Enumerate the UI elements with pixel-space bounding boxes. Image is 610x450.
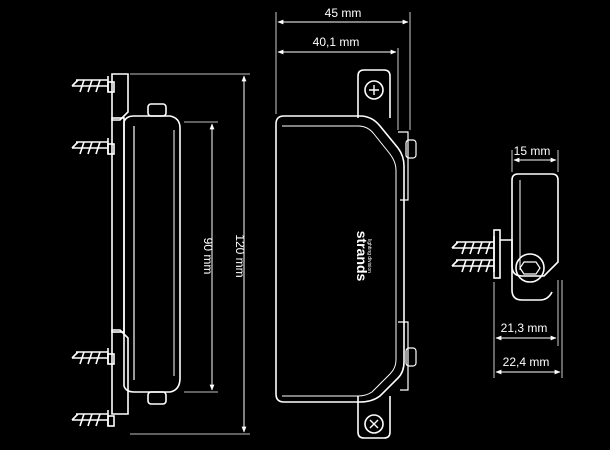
brand-name: strands xyxy=(354,231,370,282)
dimension-22-4 xyxy=(493,280,563,378)
end-view xyxy=(451,173,559,301)
screw-icon xyxy=(71,138,109,155)
label-45mm: 45 mm xyxy=(325,6,362,20)
label-21-3mm: 21,3 mm xyxy=(501,321,548,335)
bracket-top xyxy=(111,73,129,121)
side-body xyxy=(123,115,181,393)
label-22-4mm: 22,4 mm xyxy=(503,355,550,369)
screw-icon xyxy=(451,236,495,255)
tab-bottom xyxy=(357,396,391,439)
dimension-90 xyxy=(184,121,218,393)
front-view xyxy=(275,69,417,439)
label-40-1mm: 40,1 mm xyxy=(313,35,360,49)
dimension-45 xyxy=(275,12,411,130)
screw-icon xyxy=(71,348,109,365)
label-120mm: 120 mm xyxy=(233,234,247,277)
dimension-40-1 xyxy=(277,48,399,130)
label-90mm: 90 mm xyxy=(201,238,215,275)
dimension-15 xyxy=(511,150,559,172)
bracket-bottom xyxy=(111,329,129,415)
label-15mm: 15 mm xyxy=(514,144,551,158)
screw-icon xyxy=(71,410,109,427)
screw-icon xyxy=(451,254,495,273)
brand-tagline: lighting division xyxy=(366,239,372,273)
end-bracket xyxy=(500,239,553,301)
dimension-120 xyxy=(130,73,250,435)
hex-socket-icon xyxy=(519,261,541,275)
hinge-circle xyxy=(515,253,545,283)
front-body xyxy=(275,115,405,403)
end-body xyxy=(511,173,559,277)
tab-top xyxy=(357,69,391,118)
screw-icon xyxy=(71,76,109,93)
dimension-21-3 xyxy=(493,280,559,346)
side-view xyxy=(71,73,181,427)
